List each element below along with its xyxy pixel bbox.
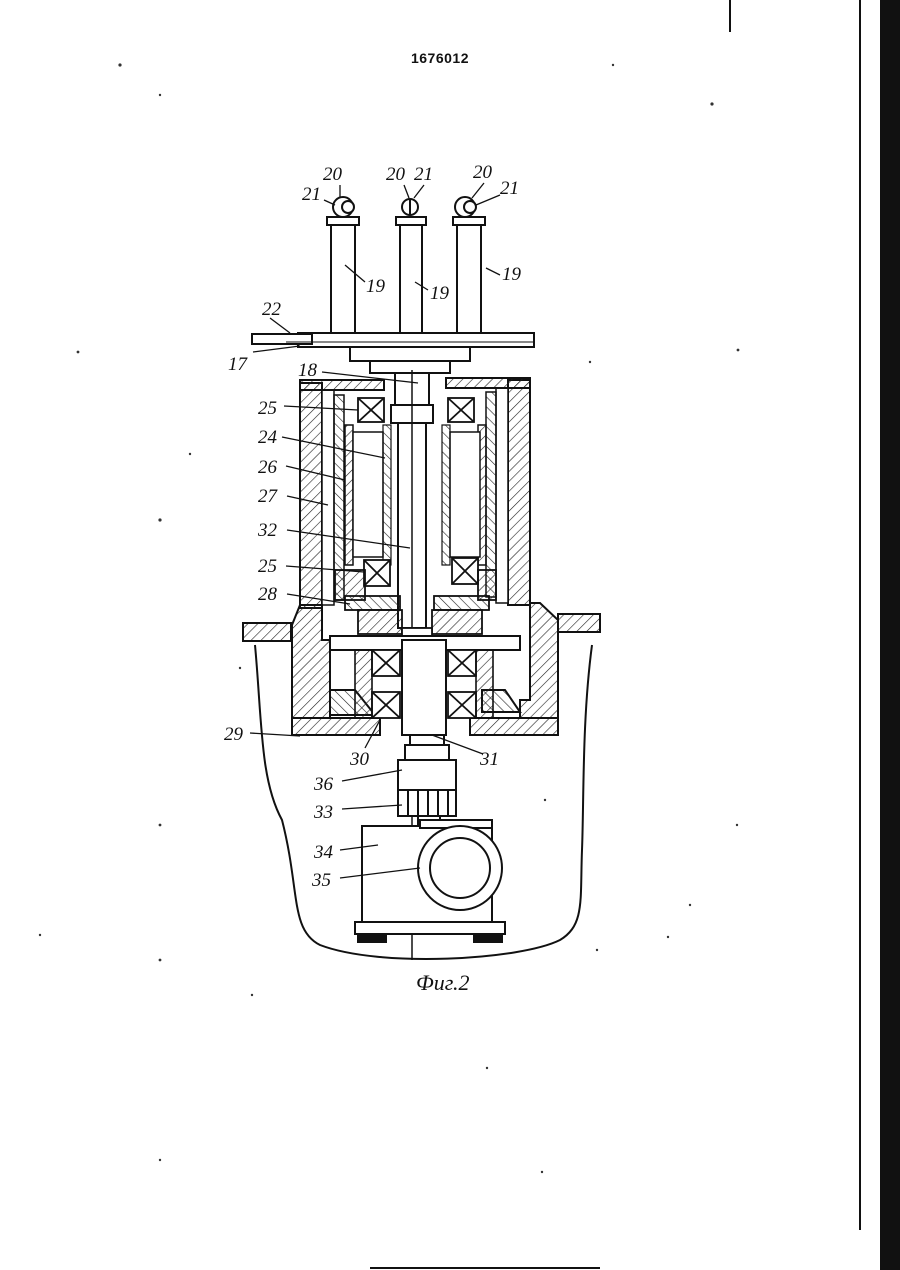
- bearing-housing-right: [476, 650, 493, 718]
- label-31: 31: [479, 749, 499, 770]
- label-34: 34: [313, 842, 334, 863]
- pin-19-right: [453, 197, 485, 333]
- bearing-housing-left: [355, 650, 372, 718]
- shaft-31-neck: [405, 745, 449, 760]
- label-20: 20: [473, 162, 493, 183]
- label-30: 30: [349, 749, 370, 770]
- label-29: 29: [224, 724, 244, 745]
- sleeve-left: [353, 432, 383, 557]
- turntable-17: [298, 333, 534, 347]
- sleeve-right: [450, 432, 480, 557]
- label-22: 22: [262, 299, 282, 320]
- label-21: 21: [500, 178, 519, 199]
- sleeve-right-inner: [442, 425, 450, 565]
- label-17: 17: [228, 354, 249, 375]
- figure-caption: Фиг.2: [416, 970, 470, 995]
- label-20: 20: [386, 164, 406, 185]
- label-25: 25: [258, 556, 277, 577]
- label-18: 18: [298, 360, 318, 381]
- shaft-31-stub: [410, 735, 444, 745]
- label-19: 19: [502, 264, 522, 285]
- pin-19-left: [327, 197, 359, 333]
- label-24: 24: [258, 427, 278, 448]
- label-25: 25: [258, 398, 277, 419]
- shaft-31: [402, 640, 446, 735]
- floor-plate-left: [243, 623, 291, 641]
- label-35: 35: [311, 870, 331, 891]
- label-21: 21: [414, 164, 433, 185]
- sheet-edge-shadow: [880, 0, 900, 1270]
- bushing-24-left: [345, 425, 353, 565]
- pin-19-center: [396, 199, 426, 333]
- label-27: 27: [258, 486, 279, 507]
- motor-34: [355, 820, 505, 942]
- label-28: 28: [258, 584, 278, 605]
- coupling-36: [398, 760, 456, 826]
- label-19: 19: [366, 276, 386, 297]
- floor-plate-right: [558, 614, 600, 632]
- label-21: 21: [302, 184, 321, 205]
- hub-neck: [370, 361, 450, 373]
- label-26: 26: [258, 457, 278, 478]
- label-20: 20: [323, 164, 343, 185]
- label-32: 32: [257, 520, 278, 541]
- label-33: 33: [313, 802, 333, 823]
- label-19: 19: [430, 283, 450, 304]
- hub-plate: [350, 347, 470, 361]
- label-36: 36: [313, 774, 334, 795]
